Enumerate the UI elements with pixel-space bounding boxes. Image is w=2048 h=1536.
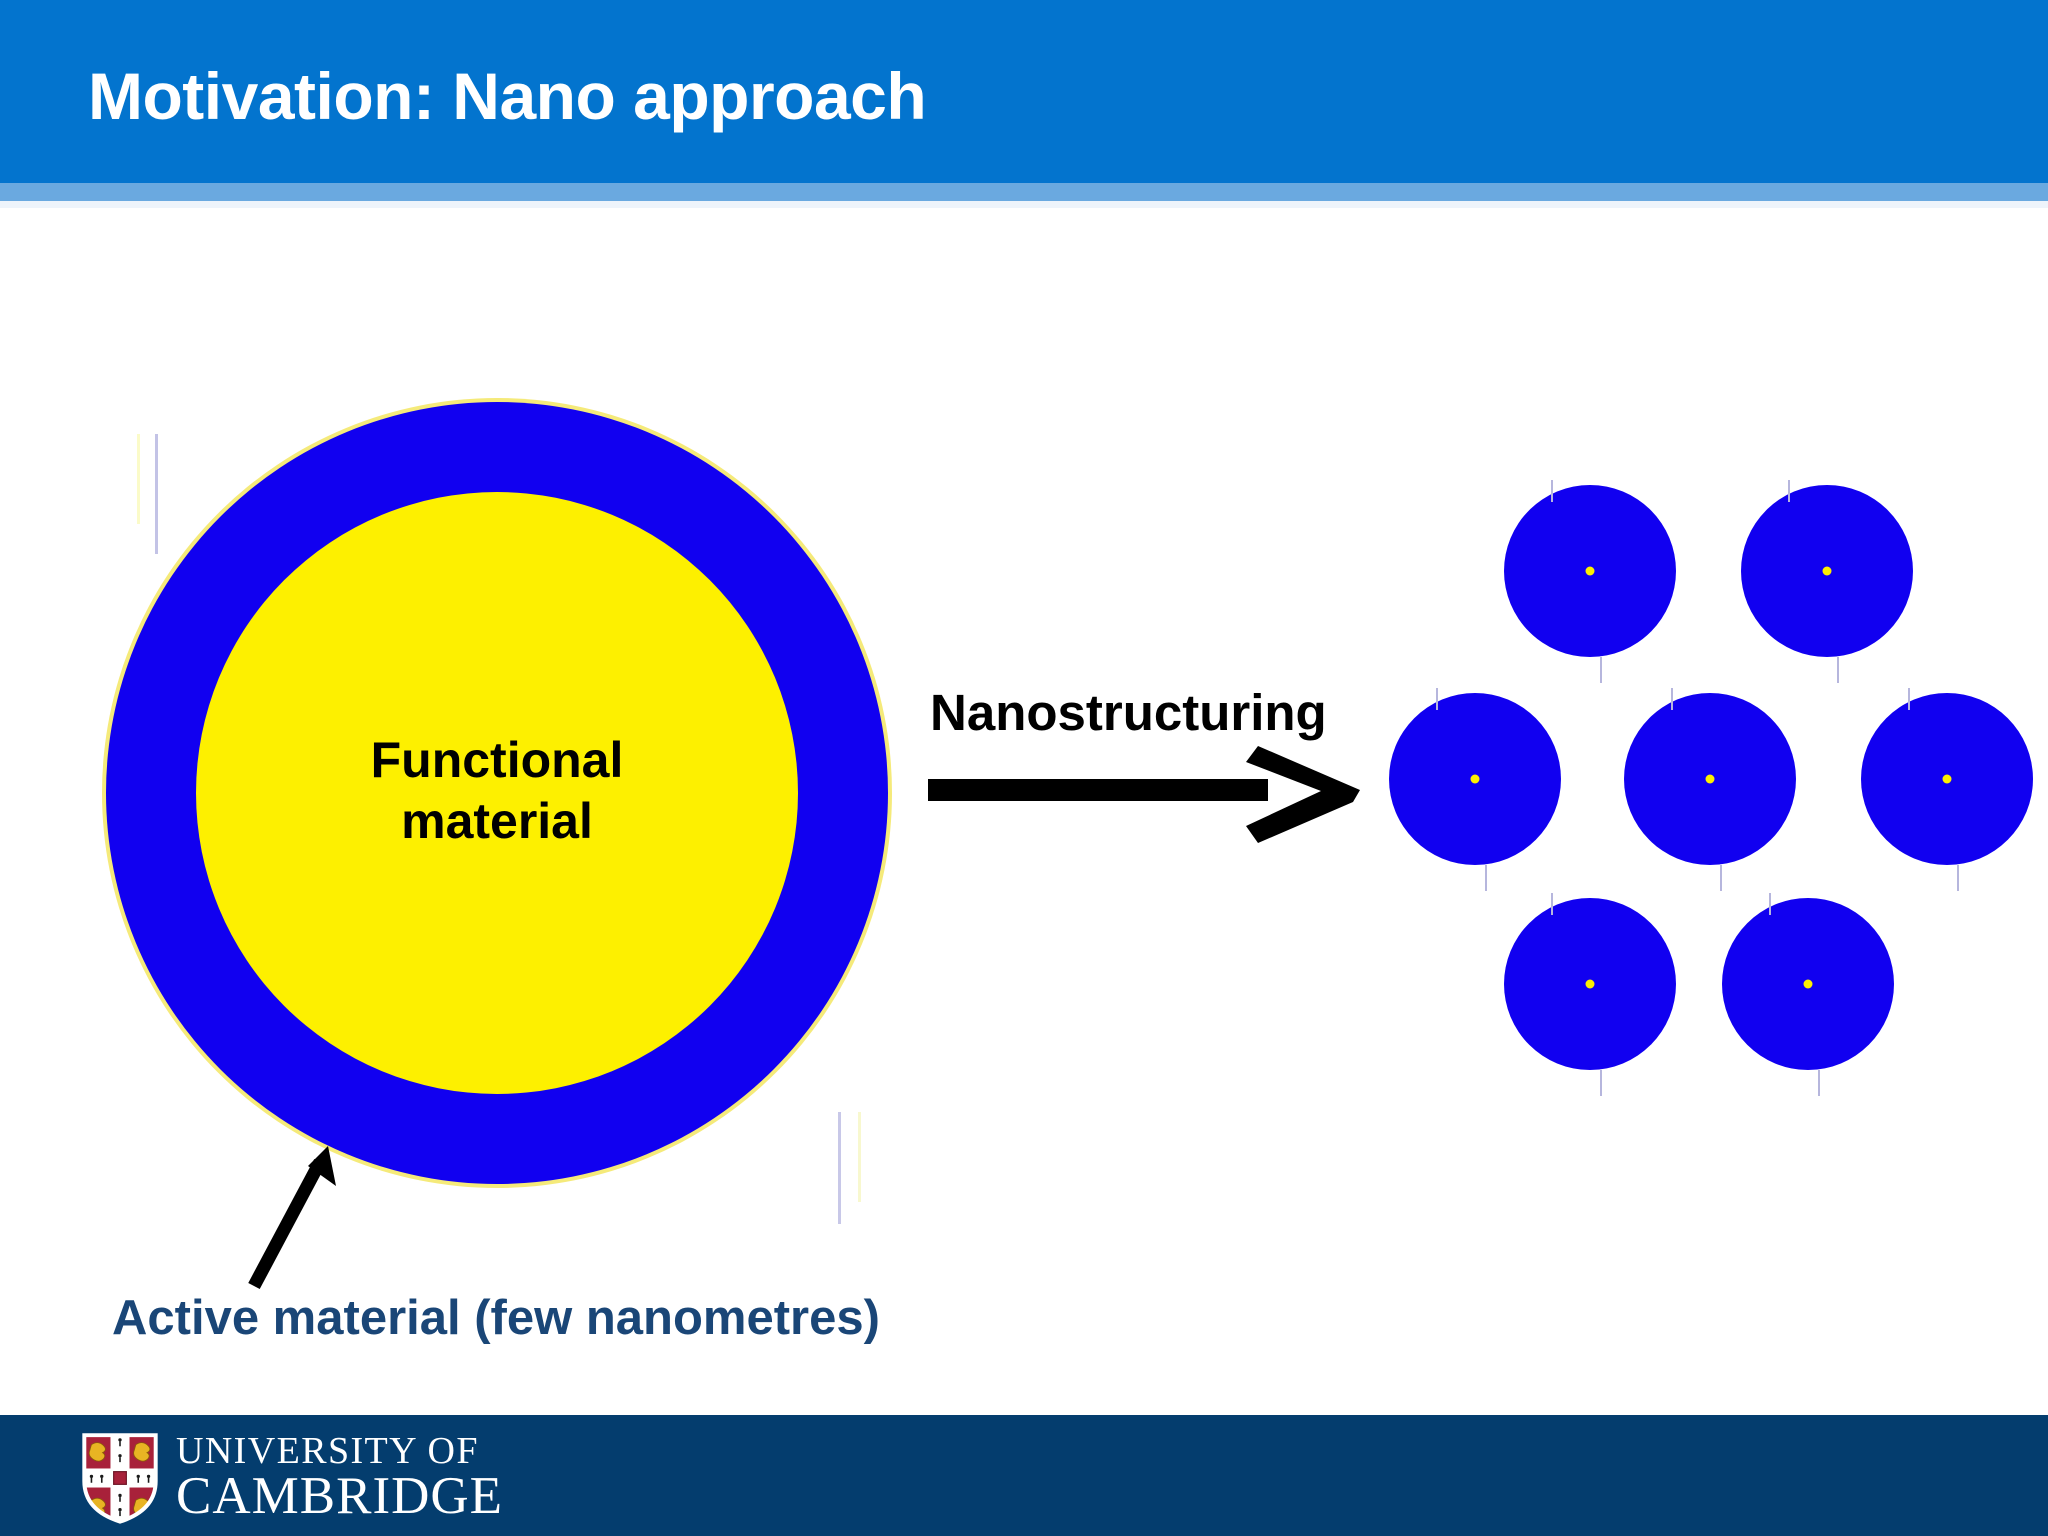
render-artifact-tick [1788, 479, 1791, 502]
render-artifact-tick [1551, 479, 1554, 502]
render-artifact-tick [1769, 892, 1772, 915]
render-artifact-tick [1600, 1070, 1603, 1096]
nanoparticle [1741, 485, 1913, 657]
active-material-callout-label: Active material (few nanometres) [112, 1291, 880, 1345]
bulk-particle-core-label: Functional material [196, 730, 798, 852]
wordmark-line-1: UNIVERSITY OF [176, 1430, 479, 1473]
render-artifact-tick [1600, 657, 1603, 683]
nanoparticle-core [1585, 979, 1595, 989]
render-artifact-line [137, 434, 140, 524]
bulk-particle-core [196, 492, 798, 1094]
nanoparticle-core [1822, 566, 1832, 576]
render-artifact-line [155, 434, 158, 554]
nanoparticle-core [1803, 979, 1813, 989]
slide-footer-bar [0, 1415, 2048, 1536]
render-artifact-tick [1485, 865, 1488, 891]
render-artifact-tick [1818, 1070, 1821, 1096]
nanoparticle [1861, 693, 2033, 865]
slide-header-hairline [0, 201, 2048, 208]
nanoparticle [1624, 693, 1796, 865]
nanoparticle-core [1585, 566, 1595, 576]
slide-header-accent-stripe [0, 183, 2048, 201]
render-artifact-line [838, 1112, 841, 1224]
cambridge-wordmark: UNIVERSITY OF CAMBRIDGE [176, 1430, 504, 1525]
nanoparticle-core [1942, 774, 1952, 784]
page-title: Motivation: Nano approach [88, 59, 927, 133]
render-artifact-tick [1837, 657, 1840, 683]
render-artifact-tick [1551, 892, 1554, 915]
nanoparticle [1389, 693, 1561, 865]
core-label-line-2: material [401, 793, 593, 849]
core-label-line-1: Functional [370, 732, 624, 788]
render-artifact-tick [1908, 687, 1911, 710]
nanostructuring-label: Nanostructuring [930, 684, 1327, 741]
nanoparticle [1504, 485, 1676, 657]
render-artifact-line [858, 1112, 861, 1202]
render-artifact-tick [1957, 865, 1960, 891]
active-material-callout-arrow-icon [248, 1146, 336, 1290]
render-artifact-tick [1720, 865, 1723, 891]
wordmark-line-2: CAMBRIDGE [176, 1466, 504, 1525]
render-artifact-tick [1436, 687, 1439, 710]
nanoparticle-core [1470, 774, 1480, 784]
nanoparticle [1504, 898, 1676, 1070]
slide-header-bar [0, 0, 2048, 183]
nanoparticle-core [1705, 774, 1715, 784]
cambridge-crest-icon [82, 1433, 158, 1524]
right-arrow-icon [928, 746, 1360, 843]
cambridge-logo: UNIVERSITY OF CAMBRIDGE [80, 1432, 503, 1524]
nanoparticle [1722, 898, 1894, 1070]
render-artifact-tick [1671, 687, 1674, 710]
